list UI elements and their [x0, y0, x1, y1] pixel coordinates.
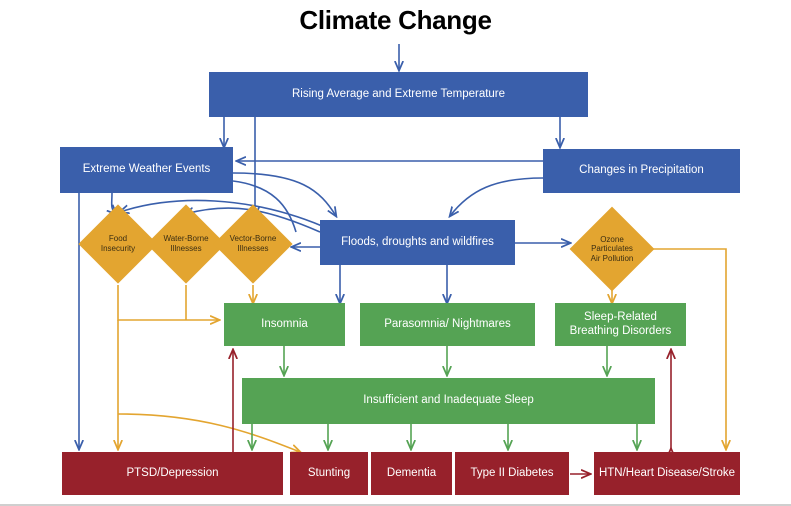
node-extreme-weather-events[interactable]: Extreme Weather Events — [60, 147, 233, 193]
node-changes-in-precipitation[interactable]: Changes in Precipitation — [543, 149, 740, 193]
edge-floods-to-food-insecurity — [120, 199, 323, 227]
node-insufficient-inadequate-sleep[interactable]: Insufficient and Inadequate Sleep — [242, 378, 655, 424]
node-type-ii-diabetes[interactable]: Type II Diabetes — [455, 452, 569, 495]
bottom-divider — [0, 504, 791, 506]
node-dementia[interactable]: Dementia — [371, 452, 452, 495]
node-parasomnia-nightmares[interactable]: Parasomnia/ Nightmares — [360, 303, 535, 346]
sleep-breathing-line-2: Breathing Disorders — [569, 324, 672, 337]
edge-extreme-weather-to-floods — [232, 172, 336, 216]
node-htn-heart-disease-stroke[interactable]: HTN/Heart Disease/Stroke — [594, 452, 740, 495]
sleep-breathing-line-1: Sleep-Related — [584, 311, 657, 324]
edge-ozone-to-htn — [650, 248, 726, 449]
node-ptsd-depression[interactable]: PTSD/Depression — [62, 452, 283, 495]
edge-extreme-weather-sweep — [232, 180, 297, 233]
node-insomnia[interactable]: Insomnia — [224, 303, 345, 346]
node-stunting[interactable]: Stunting — [290, 452, 368, 495]
page-title: Climate Change — [299, 5, 492, 35]
edge-precipitation-to-floods — [450, 177, 544, 216]
node-rising-temperature[interactable]: Rising Average and Extreme Temperature — [209, 72, 588, 117]
node-floods-droughts-wildfires[interactable]: Floods, droughts and wildfires — [320, 220, 515, 265]
edge-food-insecurity-to-stunting — [117, 413, 300, 452]
edge-food-insecurity-to-insomnia — [117, 285, 219, 320]
